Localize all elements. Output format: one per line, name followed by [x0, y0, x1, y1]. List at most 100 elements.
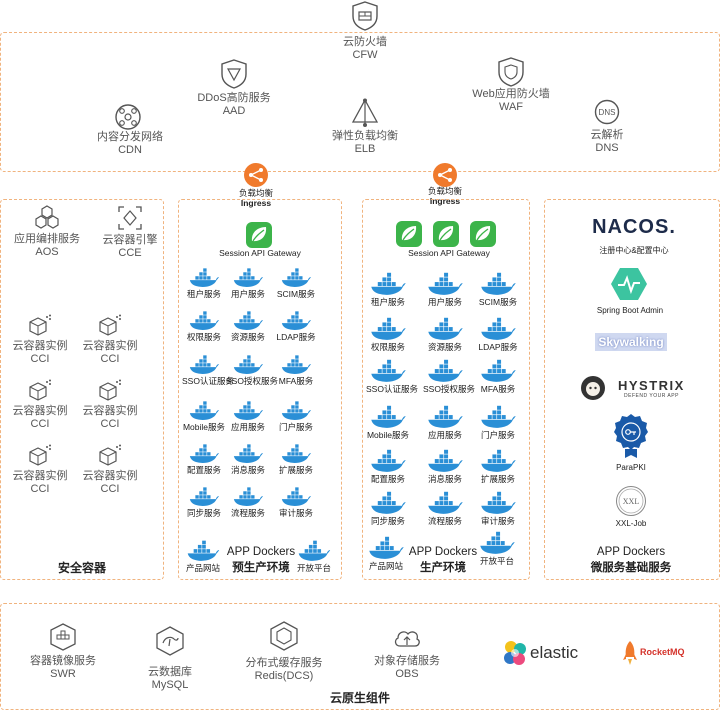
cce-name: 云容器引擎 [102, 234, 158, 246]
service-label: 开放平台 [296, 563, 331, 573]
swr-label: 容器镜像服务 SWR [18, 655, 108, 681]
swr-name: 容器镜像服务 [30, 655, 96, 667]
aad-label: DDoS高防服务 AAD [184, 92, 284, 118]
service-label: 产品网站 [185, 563, 220, 573]
service-node: 租户服务 [366, 270, 410, 308]
service-node: 应用服务 [226, 399, 270, 433]
service-node: 配置服务 [182, 442, 226, 476]
docker-whale-icon [233, 487, 263, 506]
docker-whale-icon [281, 487, 311, 506]
rocketmq-label: RocketMQ [640, 647, 685, 657]
cdn-code: CDN [118, 144, 142, 156]
service-label: 应用服务 [427, 430, 462, 440]
ingress-zh: 负载均衡 [427, 186, 462, 196]
service-node: 审计服务 [476, 489, 520, 527]
docker-whale-icon [189, 444, 219, 463]
cci-code: CCI [30, 418, 50, 430]
cdn-label: 内容分发网络 CDN [82, 131, 178, 157]
service-label: 资源服务 [427, 342, 462, 352]
service-node: 同步服务 [366, 489, 410, 527]
service-node: 流程服务 [226, 485, 270, 519]
docker-whale-icon [281, 401, 311, 420]
service-node: Mobile服务 [366, 403, 410, 441]
docker-whale-icon [481, 449, 516, 472]
docker-whale-icon [371, 359, 406, 382]
service-node: 资源服务 [423, 315, 467, 353]
spring-boot-admin-icon [611, 268, 647, 300]
cci-code: CCI [100, 353, 120, 365]
cce-code: CCE [118, 247, 142, 259]
service-label: LDAP服务 [276, 332, 316, 342]
pre-docker-label: APP Dockers [226, 546, 296, 558]
service-label: Mobile服务 [366, 430, 410, 440]
docker-whale-icon [233, 311, 263, 330]
service-node: MFA服务 [476, 357, 520, 395]
spring-leaf-icon [433, 221, 459, 247]
docker-whale-icon [481, 405, 516, 428]
service-node: 门户服务 [476, 403, 520, 441]
spring-leaf-icon [396, 221, 422, 247]
docker-whale-icon [428, 491, 463, 514]
service-label: SSO认证服务 [182, 376, 234, 386]
cci-code: CCI [30, 483, 50, 495]
waf-shield-icon [498, 57, 524, 87]
cce-label: 云容器引擎 CCE [89, 234, 171, 260]
service-node: 流程服务 [423, 489, 467, 527]
service-node: 用户服务 [423, 270, 467, 308]
service-node: 权限服务 [182, 309, 226, 343]
docker-whale-icon [481, 491, 516, 514]
docker-whale-icon [369, 536, 404, 559]
obs-label: 对象存储服务 OBS [362, 655, 452, 681]
docker-whale-icon [233, 355, 263, 374]
service-label: 扩展服务 [480, 474, 515, 484]
service-node: 消息服务 [423, 447, 467, 485]
service-node: 应用服务 [423, 403, 467, 441]
docker-whale-icon [187, 540, 220, 561]
nacos-subtitle: 注册中心&配置中心 [599, 246, 669, 255]
cci-instance-icon [99, 379, 121, 401]
docker-whale-icon [189, 401, 219, 420]
cloud-native-title: 云原生组件 [329, 691, 390, 705]
ingress-icon [244, 163, 268, 187]
docker-whale-icon [428, 272, 463, 295]
ingress-icon [433, 163, 457, 187]
service-node: 产品网站 [181, 538, 225, 574]
docker-whale-icon [428, 449, 463, 472]
elb-code: ELB [354, 143, 376, 155]
mysql-label: 云数据库 MySQL [126, 666, 214, 692]
mysql-code: MySQL [151, 679, 189, 691]
service-node: 开放平台 [292, 538, 336, 574]
service-node: LDAP服务 [476, 315, 520, 353]
elb-name: 弹性负载均衡 [332, 130, 398, 142]
swr-code: SWR [50, 668, 76, 680]
service-node: 门户服务 [274, 399, 318, 433]
service-label: 消息服务 [427, 474, 462, 484]
service-node: 扩展服务 [274, 442, 318, 476]
cci-name: 云容器实例 [82, 470, 138, 482]
micro-docker-label: APP Dockers [596, 546, 666, 558]
ingress-en: Ingress [429, 196, 461, 206]
waf-name: Web应用防火墙 [472, 88, 550, 100]
dns-icon-text: DNS [599, 108, 616, 117]
service-label: 资源服务 [230, 332, 265, 342]
cfw-icon [352, 1, 378, 31]
service-node: 资源服务 [226, 309, 270, 343]
service-node: 租户服务 [182, 266, 226, 300]
service-node: Mobile服务 [182, 399, 226, 433]
pre-title: 预生产环境 [232, 562, 290, 574]
dcs-cache-icon [270, 621, 298, 651]
ingress-zh: 负载均衡 [238, 188, 273, 198]
cci-code: CCI [100, 483, 120, 495]
docker-whale-icon [428, 359, 463, 382]
cci-name: 云容器实例 [12, 470, 68, 482]
service-node: 权限服务 [366, 315, 410, 353]
service-node: 消息服务 [226, 442, 270, 476]
service-node: 扩展服务 [476, 447, 520, 485]
docker-whale-icon [371, 317, 406, 340]
service-label: 权限服务 [186, 332, 221, 342]
service-node: 同步服务 [182, 485, 226, 519]
obs-code: OBS [395, 668, 419, 680]
